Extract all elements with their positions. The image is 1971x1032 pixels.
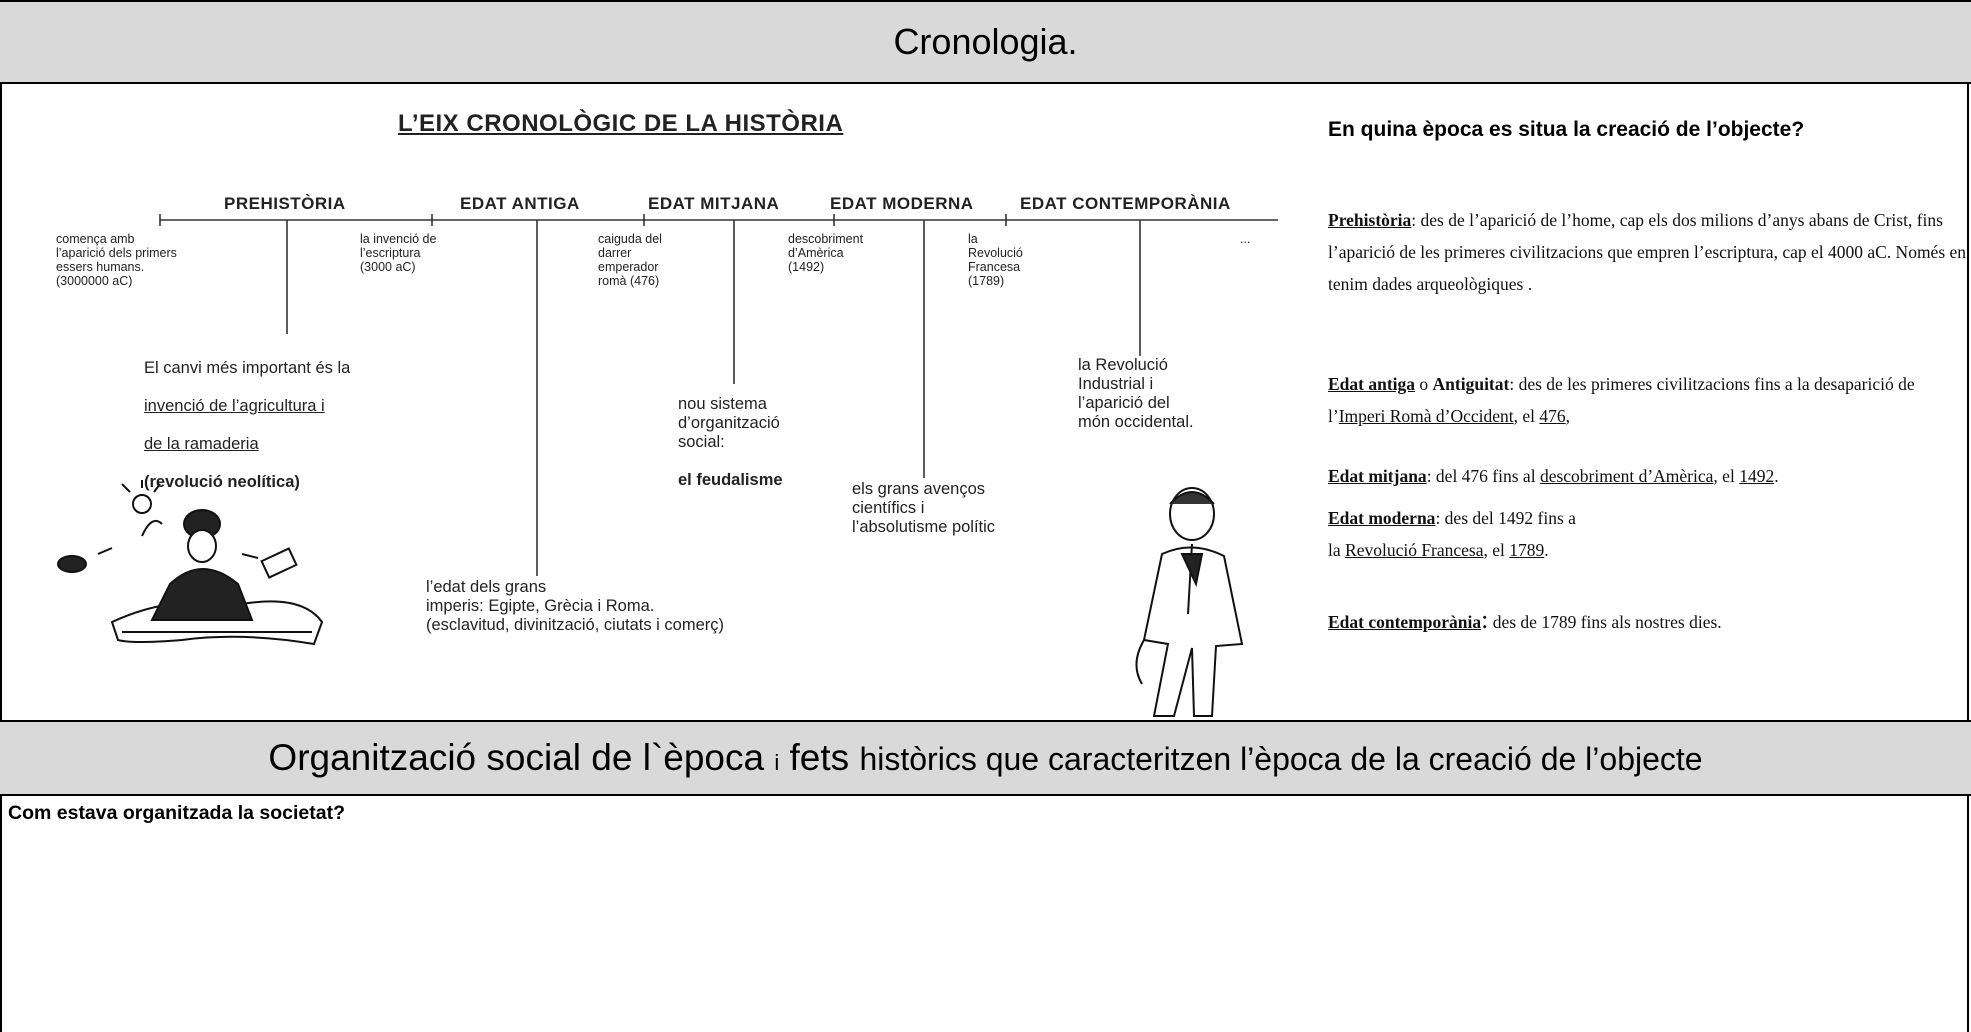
start-note-prehistoria: comença amb l’aparició dels primers esse… (56, 232, 177, 288)
society-question: Com estava organitzada la societat? (8, 802, 346, 824)
def-contemporania: Edat contemporània: des de 1789 fins als… (1328, 605, 1722, 634)
section2-band: Organització social de l`època i fets hi… (0, 720, 1971, 796)
note-industrial: la Revolució Industrial i l’aparició del… (1078, 356, 1194, 431)
note-moderna: els grans avenços científics i l’absolut… (852, 480, 996, 536)
start-note-contemporania: la Revolució Francesa (1789) (968, 232, 1023, 288)
man-standing-illustration (1135, 487, 1244, 717)
era-label-mitjana: EDAT MITJANA (648, 194, 780, 213)
timeline-illustration: L’EIX CRONOLÒGIC DE LA HISTÒRIA PREHISTÒ… (2, 84, 1308, 720)
timeline-axis-svg (57, 214, 1278, 717)
era-label-prehistoria: PREHISTÒRIA (224, 194, 346, 213)
era-label-moderna: EDAT MODERNA (830, 194, 974, 213)
def-prehistoria: Prehistòria: des de l’aparició de l’home… (1328, 210, 1967, 294)
era-label-contemporania: EDAT CONTEMPORÀNIA (1020, 194, 1231, 213)
page-title: Cronologia. (893, 21, 1078, 62)
note-agricultura: El canvi més important és la invenció de… (144, 359, 351, 491)
era-label-antiga: EDAT ANTIGA (460, 194, 580, 213)
start-note-moderna: descobriment d’Amèrica (1492) (788, 232, 864, 274)
era-question: En quina època es situa la creació de l’… (1328, 118, 1805, 141)
header-band: Cronologia. (0, 0, 1971, 84)
start-note-ellipsis: ... (1240, 232, 1251, 246)
era-definitions: En quina època es situa la creació de l’… (1328, 84, 1968, 720)
girl-reading-illustration (57, 480, 324, 646)
def-mitjana: Edat mitjana: del 476 fins al descobrime… (1328, 466, 1779, 486)
start-note-mitjana: caiguda del darrer emperador romà (476) (598, 232, 662, 288)
start-note-antiga: la invenció de l’escriptura (3000 aC) (360, 232, 437, 274)
def-moderna: Edat moderna: des del 1492 fins a la Rev… (1328, 508, 1576, 560)
note-antiga: l’edat dels grans imperis: Egipte, Grèci… (426, 578, 725, 634)
note-feudalisme: nou sistema d’organització social: el fe… (678, 395, 783, 489)
section2-title: Organització social de l`època i fets hi… (268, 737, 1703, 778)
timeline-title: L’EIX CRONOLÒGIC DE LA HISTÒRIA (398, 110, 844, 137)
def-antiga: Edat antiga o Antiguitat: des de les pri… (1328, 374, 1915, 426)
